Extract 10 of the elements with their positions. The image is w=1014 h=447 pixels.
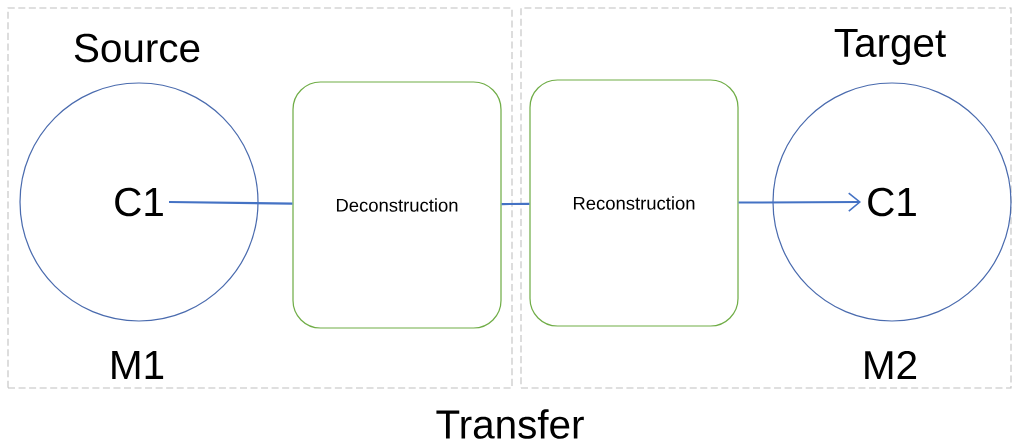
- frame-label: M2: [865, 350, 917, 380]
- dashed-frame: [520, 7, 1012, 389]
- dashed-frame: [7, 7, 513, 389]
- heading: Target: [834, 28, 946, 66]
- arrow: [738, 192, 861, 212]
- heading: Source: [74, 33, 200, 63]
- caption: Transfer: [436, 409, 584, 439]
- rounded-box: Reconstruction: [529, 79, 739, 327]
- rounded-box: Deconstruction: [292, 81, 502, 329]
- frame-label: M1: [112, 351, 164, 379]
